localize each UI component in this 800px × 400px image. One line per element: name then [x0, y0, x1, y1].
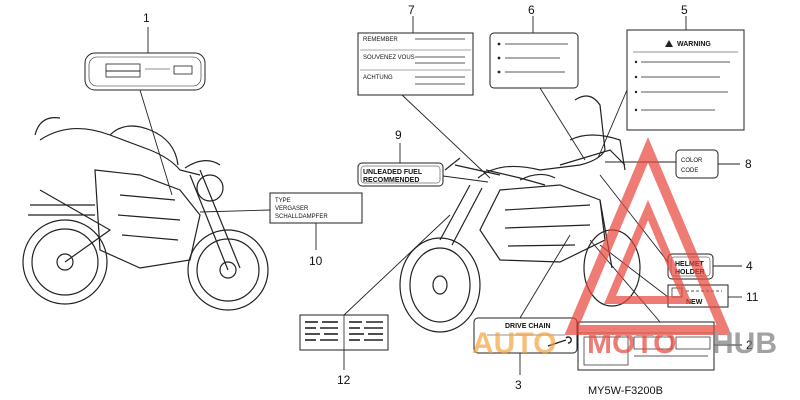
watermark-word-1: AUTO: [472, 327, 556, 360]
color-line-2: CODE: [681, 168, 698, 174]
motorcycle-perspective-view: [399, 95, 641, 333]
label-12: [299, 314, 389, 351]
callout-5: 5: [681, 3, 688, 17]
label-9: UNLEADED FUEL RECOMMENDED: [357, 162, 444, 187]
callout-2: 2: [746, 338, 753, 352]
label-7: REMEMBER SOUVENEZ VOUS ACHTUNG: [357, 32, 474, 96]
label-5: WARNING: [626, 29, 745, 131]
label-7-line-2: SOUVENEZ VOUS: [363, 55, 415, 61]
watermark-word-3: HUB: [712, 327, 777, 360]
watermark-word-2: MOTO: [587, 327, 676, 360]
callout-11: 11: [746, 290, 759, 304]
type-line-1: TYPE: [275, 198, 291, 204]
drive-chain-text: DRIVE CHAIN: [505, 323, 551, 330]
label-10: TYPE VERGASER SCHALLDAMPFER: [269, 192, 363, 224]
label-7-line-3: ACHTUNG: [363, 75, 393, 81]
label-1: [84, 52, 206, 91]
type-line-2: VERGASER: [275, 206, 309, 212]
label-3: DRIVE CHAIN: [473, 317, 578, 354]
callout-4: 4: [746, 259, 753, 273]
color-line-1: COLOR: [681, 158, 703, 164]
new-text: NEW: [686, 299, 703, 306]
callout-10: 10: [309, 254, 323, 268]
callout-8: 8: [745, 157, 752, 171]
fuel-line-1: UNLEADED FUEL: [363, 169, 423, 176]
callout-12: 12: [337, 373, 351, 387]
helmet-line-2: HOLDER: [675, 269, 705, 276]
diagram-code: MY5W-F3200B: [588, 385, 663, 397]
label-6: [489, 32, 579, 89]
helmet-line-1: HELMET: [675, 261, 705, 268]
watermark-logo: AUTO MOTO HUB: [472, 137, 777, 360]
motorcycle-side-view: [22, 117, 269, 311]
wrench-icon: [547, 336, 572, 347]
callout-6: 6: [528, 3, 535, 17]
label-7-line-1: REMEMBER: [363, 37, 398, 43]
callout-9: 9: [395, 128, 402, 142]
callout-1: 1: [143, 11, 150, 25]
fuel-line-2: RECOMMENDED: [363, 177, 419, 184]
label-8: COLOR CODE: [675, 149, 719, 179]
type-line-3: SCHALLDAMPFER: [275, 214, 328, 220]
callout-3: 3: [515, 378, 522, 392]
callout-7: 7: [408, 3, 415, 17]
warning-text: WARNING: [677, 41, 711, 48]
